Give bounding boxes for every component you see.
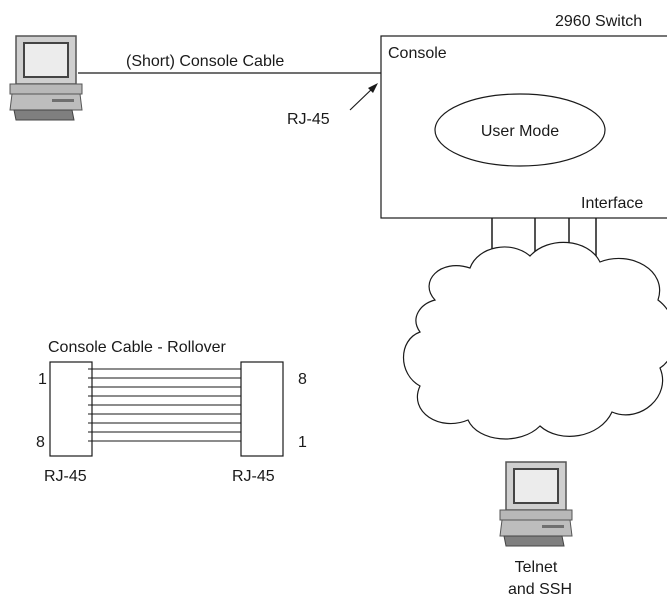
right-rj45-connector [240,361,284,457]
cloud-icon [402,241,667,440]
left-pin-top: 1 [38,371,47,388]
console-cable-label: (Short) Console Cable [126,53,284,70]
left-connector-label: RJ-45 [44,468,87,485]
right-connector-label: RJ-45 [232,468,275,485]
user-mode-label: User Mode [481,123,559,140]
rollover-wires [92,368,241,442]
interface-label: Interface [581,195,643,212]
remote-pc-icon[interactable] [499,461,573,547]
rollover-title: Console Cable - Rollover [48,339,227,356]
switch-title: 2960 Switch [555,13,642,30]
ssh-label: and SSH [508,581,572,598]
arrow-icon [349,83,378,111]
rj45-port-label: RJ-45 [287,111,330,128]
right-pin-top: 8 [298,371,307,388]
user-mode-ellipse [434,93,606,167]
pin-ticks [88,368,96,442]
left-pin-bottom: 8 [36,434,45,451]
telnet-label: Telnet [515,559,558,576]
left-rj45-connector [49,361,93,457]
console-pc-icon[interactable] [9,35,83,121]
right-pin-bottom: 1 [298,434,307,451]
console-port-label: Console [388,45,447,62]
